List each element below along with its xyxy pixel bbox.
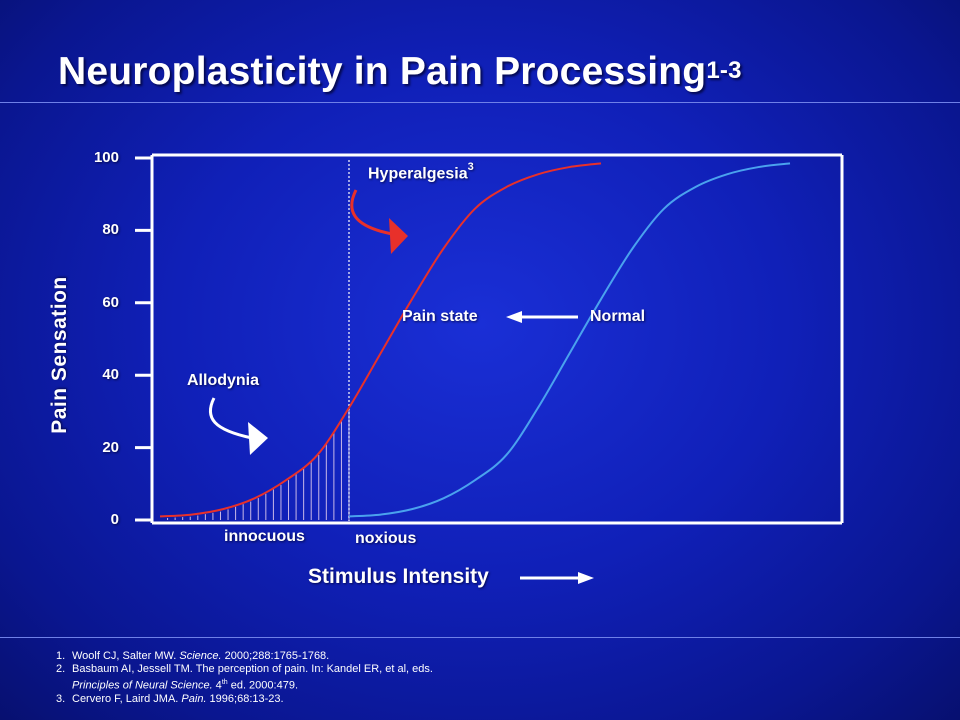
pain-state-curve <box>159 162 602 518</box>
innocuous-label: innocuous <box>224 528 305 545</box>
pain-state-label: Pain state <box>402 308 478 325</box>
noxious-label: noxious <box>355 530 417 547</box>
y-tick-label: 20 <box>102 438 119 456</box>
allodynia-arrow-icon <box>248 422 268 455</box>
reference-item: 1.Woolf CJ, Salter MW. Science. 2000;288… <box>56 650 330 662</box>
reference-item-continuation: Principles of Neural Science. 4th ed. 20… <box>72 679 298 692</box>
title-superscript: 1-3 <box>706 57 742 84</box>
shift-arrow-icon <box>506 311 522 323</box>
top-divider <box>0 102 960 103</box>
x-axis-label: Stimulus Intensity <box>308 565 489 588</box>
hyperalgesia-arrow-shaft <box>350 189 393 236</box>
slide-title: Neuroplasticity in Pain Processing1-3 <box>58 50 742 93</box>
normal-curve <box>348 162 791 518</box>
normal-label: Normal <box>590 308 646 325</box>
reference-item: 3.Cervero F, Laird JMA. Pain. 1996;68:13… <box>56 692 284 705</box>
y-tick-label: 60 <box>102 293 119 311</box>
y-tick-label: 0 <box>110 511 119 528</box>
bottom-divider <box>0 637 960 638</box>
hyperalgesia-label: Hyperalgesia3 <box>368 161 474 183</box>
y-tick-label: 40 <box>102 366 119 384</box>
y-tick-label: 100 <box>93 149 119 166</box>
references-list: 1.Woolf CJ, Salter MW. Science. 2000;288… <box>56 650 433 706</box>
y-tick-label: 80 <box>102 221 119 239</box>
allodynia-label: Allodynia <box>187 372 260 389</box>
hyperalgesia-arrow-icon <box>389 218 408 254</box>
reference-item: 2.Basbaum AI, Jessell TM. The perception… <box>56 663 433 675</box>
allodynia-arrow-shaft <box>208 397 253 440</box>
y-axis-label: Pain Sensation <box>48 276 71 434</box>
x-axis-arrow-icon <box>520 572 594 584</box>
